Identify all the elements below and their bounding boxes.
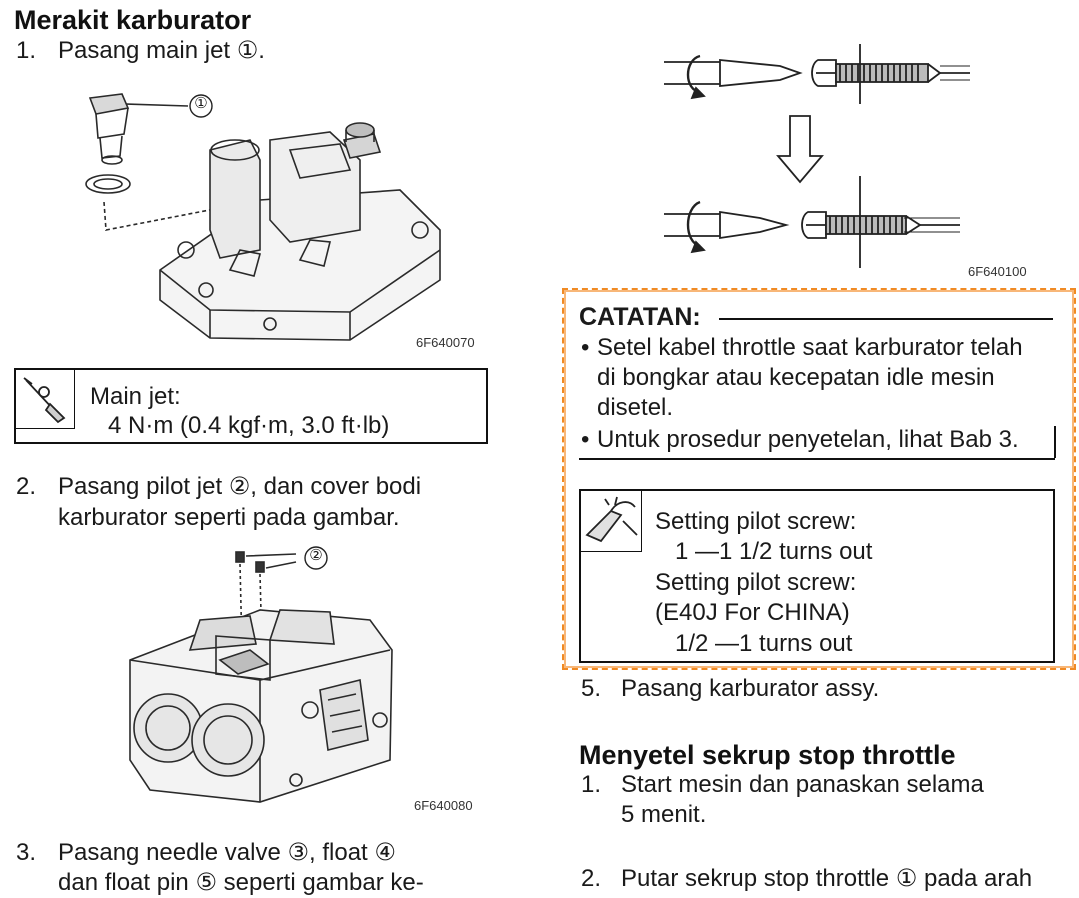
step-text: Putar sekrup stop throttle ① pada arah — [621, 865, 1033, 892]
note-bullet-line: Setel kabel throttle saat karburator tel… — [597, 334, 1023, 361]
spec-label: Main jet: — [90, 383, 181, 410]
carburetor-body-illustration — [129, 546, 393, 803]
figure-pilot-screw-adjust: 6F640100 — [640, 36, 1060, 286]
spec-line-2: 1 —1 1/2 turns out — [675, 538, 873, 565]
note-highlight-frame — [562, 288, 1076, 670]
figure-code: 6F640080 — [414, 798, 473, 813]
carburetor-cover-illustration — [85, 93, 441, 341]
spec-line-1: Setting pilot screw: — [655, 508, 857, 535]
figure-code: 6F640100 — [968, 264, 1027, 279]
note-bullet-2: • Untuk prosedur penyetelan, lihat Bab 3… — [581, 425, 1019, 455]
note-bottom-rule — [579, 458, 1055, 460]
bullet-dot: • — [581, 426, 590, 453]
step-2: 2. Pasang pilot jet ②, dan cover bodi — [16, 472, 421, 502]
note-title-rule — [719, 318, 1053, 320]
note-bullet-line: Untuk prosedur penyetelan, lihat Bab 3. — [597, 426, 1019, 453]
note-bullet-1: • Setel kabel throttle saat karburator t… — [581, 333, 1023, 363]
callout-1: ① — [194, 95, 208, 112]
step-2-continued: karburator seperti pada gambar. — [58, 504, 400, 531]
figure-main-jet: ① 6F640070 — [60, 80, 500, 360]
section-heading-throttle-stop: Menyetel sekrup stop throttle — [579, 740, 956, 770]
note-bullet-1-line-2: di bongkar atau kecepatan idle mesin — [597, 364, 995, 391]
torque-spec-box: Main jet: 4 N·m (0.4 kgf·m, 3.0 ft·lb) — [14, 368, 488, 444]
caliper-screwdriver-icon — [581, 491, 642, 552]
throttle-step-1-continued: 5 menit. — [621, 801, 707, 828]
throttle-step-1: 1. Start mesin dan panaskan selama — [581, 770, 984, 800]
pilot-screw-spec-box: Setting pilot screw: 1 —1 1/2 turns out … — [579, 489, 1055, 663]
throttle-step-2: 2. Putar sekrup stop throttle ① pada ara… — [581, 864, 1032, 894]
step-1: 1. Pasang main jet ①. — [16, 36, 265, 66]
pilot-screw-illustration — [664, 44, 970, 268]
step-text-line-1: Start mesin dan panaskan selama — [621, 771, 984, 798]
step-number: 5. — [581, 675, 602, 702]
figure-code: 6F640070 — [416, 335, 475, 350]
step-text-line-1: Pasang needle valve ③, float ④ — [58, 839, 396, 866]
spec-line-4: (E40J For CHINA) — [655, 599, 850, 626]
spec-line-3: Setting pilot screw: — [655, 569, 857, 596]
bullet-dot: • — [581, 334, 590, 361]
step-5: 5. Pasang karburator assy. — [581, 674, 879, 704]
step-number: 2. — [16, 473, 37, 500]
step-text: Pasang main jet ①. — [58, 37, 265, 64]
step-3-continued: dan float pin ⑤ seperti gambar ke- — [58, 869, 424, 896]
note-bullet-1-line-3: disetel. — [597, 394, 674, 421]
callout-2: ② — [309, 547, 323, 564]
spec-value: 4 N·m (0.4 kgf·m, 3.0 ft·lb) — [108, 412, 390, 439]
step-text: Pasang karburator assy. — [621, 675, 880, 702]
step-text-line-1: Pasang pilot jet ②, dan cover bodi — [58, 473, 422, 500]
step-number: 1. — [581, 771, 602, 798]
figure-pilot-jet: ② 6F640080 — [120, 540, 500, 820]
section-heading-assemble-carburetor: Merakit karburator — [14, 5, 252, 35]
torque-wrench-icon — [16, 370, 75, 429]
note-title: CATATAN: — [579, 302, 1055, 332]
step-3: 3. Pasang needle valve ③, float ④ — [16, 838, 396, 868]
step-number: 2. — [581, 865, 602, 892]
note-title-text: CATATAN: — [579, 303, 701, 331]
spec-line-5: 1/2 —1 turns out — [675, 630, 853, 657]
note-end-marker — [1054, 426, 1056, 458]
step-number: 3. — [16, 839, 37, 866]
step-number: 1. — [16, 37, 37, 64]
